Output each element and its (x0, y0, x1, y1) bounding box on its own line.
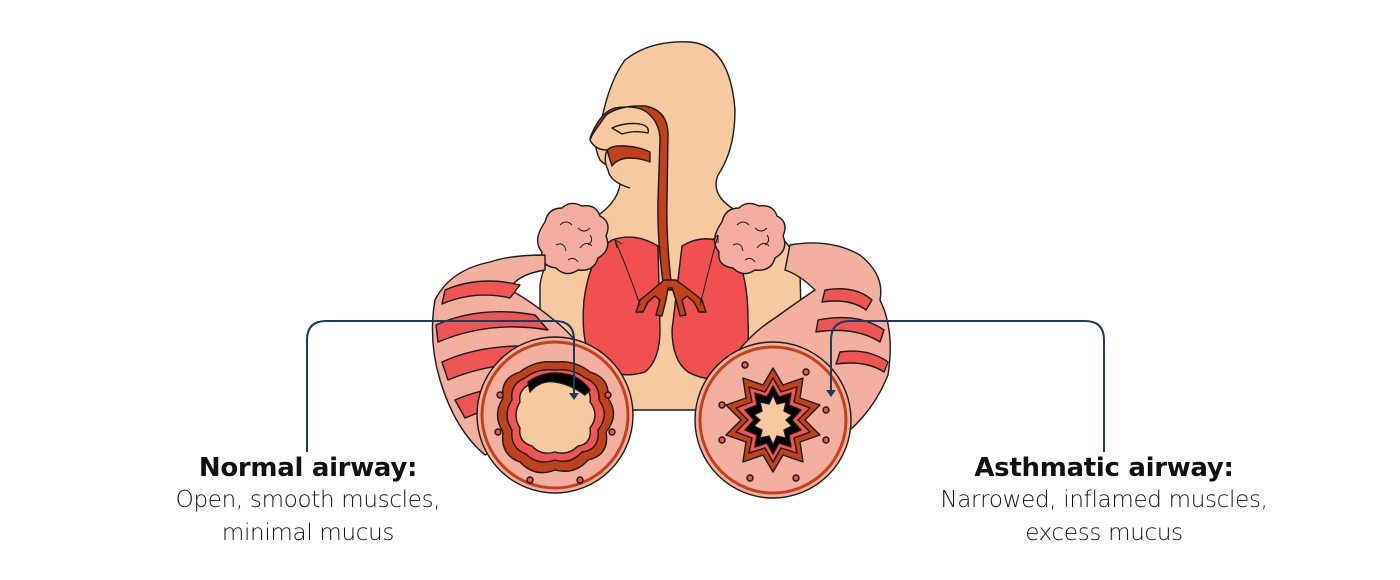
normal-airway-description-line1: Open, smooth muscles, (175, 487, 441, 513)
airway-tract (589, 105, 673, 291)
asthmatic-connector-line (830, 320, 1105, 452)
normal-connector-line (306, 320, 575, 452)
left-lung (582, 236, 661, 376)
normal-connector-arrowhead (569, 393, 579, 400)
asthmatic-airway-label: Asthmatic airway: Narrowed, inflamed mus… (915, 452, 1293, 550)
normal-airway-title: Normal airway: (198, 453, 418, 483)
asthmatic-airway-description-line1: Narrowed, inflamed muscles, (940, 487, 1268, 513)
bronchi (635, 279, 707, 317)
asthmatic-airway-title: Asthmatic airway: (974, 453, 1234, 483)
asthmatic-airway-cross-section (694, 341, 852, 499)
asthmatic-connector-arrowhead (826, 390, 836, 397)
alveoli-right (714, 202, 786, 275)
normal-airway-cross-section (476, 336, 634, 494)
normal-airway-description-line2: minimal mucus (221, 520, 395, 546)
asthmatic-airway-description-line2: excess mucus (1025, 520, 1183, 546)
normal-airway-label: Normal airway: Open, smooth muscles, min… (150, 452, 466, 550)
